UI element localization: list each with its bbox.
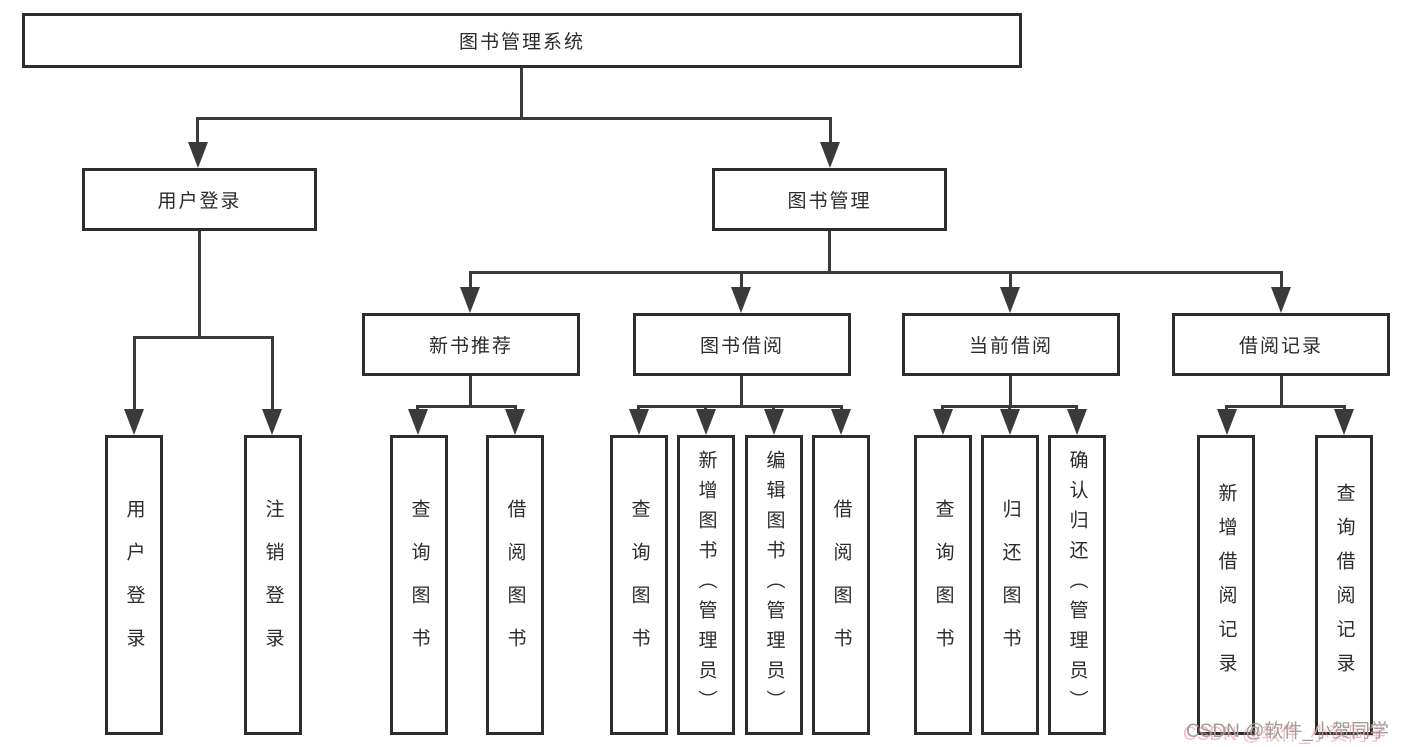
connector-line: [740, 271, 743, 291]
leaf-label: 查询图书: [628, 499, 650, 671]
leaf-label: 查询图书: [932, 499, 954, 671]
node-current-borrow: 当前借阅: [902, 313, 1120, 376]
arrowhead-down-icon: [1067, 409, 1087, 435]
connector-line: [271, 336, 274, 412]
leaf-confirm-return-admin: 确认归还（管理员）: [1048, 435, 1106, 735]
node-label: 当前借阅: [968, 336, 1053, 357]
arrowhead-down-icon: [262, 409, 282, 435]
arrowhead-down-icon: [1217, 409, 1237, 435]
node-library-management-system: 图书管理系统: [22, 13, 1022, 68]
arrowhead-down-icon: [408, 409, 428, 435]
arrowhead-down-icon: [460, 287, 480, 313]
connector-line: [637, 405, 843, 408]
leaf-add-books-admin: 新增图书（管理员）: [677, 435, 735, 735]
leaf-label: 归还图书: [999, 499, 1021, 671]
arrowhead-down-icon: [831, 409, 851, 435]
leaf-label: 新增借阅记录: [1215, 483, 1237, 687]
leaf-label: 编辑图书（管理员）: [763, 450, 785, 720]
arrowhead-down-icon: [1000, 409, 1020, 435]
leaf-query-borrow-record: 查询借阅记录: [1315, 435, 1373, 735]
arrowhead-down-icon: [820, 142, 840, 168]
connector-line: [416, 405, 517, 408]
connector-line: [740, 376, 743, 407]
arrowhead-down-icon: [696, 409, 716, 435]
connector-line: [133, 336, 136, 412]
arrowhead-down-icon: [1000, 287, 1020, 313]
csdn-watermark: CSDN @软件_小贺同学: [1186, 721, 1389, 742]
leaf-label: 确认归还（管理员）: [1066, 450, 1088, 720]
connector-line: [1009, 271, 1012, 291]
leaf-label: 用户登录: [123, 499, 145, 671]
connector-line: [1225, 405, 1345, 408]
connector-line: [469, 271, 472, 291]
connector-line: [133, 336, 274, 339]
leaf-label: 借阅图书: [504, 499, 526, 671]
leaf-borrow-books: 借阅图书: [812, 435, 870, 735]
node-label: 用户登录: [157, 191, 242, 212]
node-user-login: 用户登录: [82, 168, 317, 231]
leaf-edit-books-admin: 编辑图书（管理员）: [745, 435, 803, 735]
connector-line: [1009, 376, 1012, 407]
arrowhead-down-icon: [629, 409, 649, 435]
leaf-query-books-current: 查询图书: [914, 435, 972, 735]
node-label: 图书管理: [787, 191, 872, 212]
connector-line: [469, 271, 1282, 274]
arrowhead-down-icon: [124, 409, 144, 435]
arrowhead-down-icon: [933, 409, 953, 435]
leaf-query-books-recommend: 查询图书: [390, 435, 448, 735]
leaf-borrow-books-recommend: 借阅图书: [486, 435, 544, 735]
node-borrow-records: 借阅记录: [1172, 313, 1390, 376]
connector-line: [196, 117, 199, 144]
leaf-label: 查询借阅记录: [1333, 483, 1355, 687]
connector-line: [828, 231, 831, 273]
leaf-label: 新增图书（管理员）: [695, 450, 717, 720]
connector-line: [829, 117, 832, 144]
leaf-return-books: 归还图书: [981, 435, 1039, 735]
leaf-user-login: 用户登录: [105, 435, 163, 735]
node-book-management: 图书管理: [712, 168, 947, 231]
connector-line: [1280, 376, 1283, 407]
node-book-borrow: 图书借阅: [633, 313, 851, 376]
node-label: 图书借阅: [699, 336, 784, 357]
leaf-logout: 注销登录: [244, 435, 302, 735]
connector-line: [196, 117, 832, 120]
node-new-book-recommend: 新书推荐: [362, 313, 580, 376]
connector-line: [1280, 271, 1283, 291]
connector-line: [520, 68, 523, 118]
node-label: 图书管理系统: [458, 32, 585, 53]
leaf-add-borrow-record: 新增借阅记录: [1197, 435, 1255, 735]
leaf-query-books-borrow: 查询图书: [610, 435, 668, 735]
arrowhead-down-icon: [764, 409, 784, 435]
leaf-label: 借阅图书: [830, 499, 852, 671]
leaf-label: 查询图书: [408, 499, 430, 671]
arrowhead-down-icon: [505, 409, 525, 435]
arrowhead-down-icon: [731, 287, 751, 313]
node-label: 新书推荐: [428, 336, 513, 357]
leaf-label: 注销登录: [262, 499, 284, 671]
arrowhead-down-icon: [1271, 287, 1291, 313]
arrowhead-down-icon: [1334, 409, 1354, 435]
connector-line: [198, 231, 201, 337]
arrowhead-down-icon: [188, 142, 208, 168]
node-label: 借阅记录: [1238, 336, 1323, 357]
connector-line: [469, 376, 472, 407]
